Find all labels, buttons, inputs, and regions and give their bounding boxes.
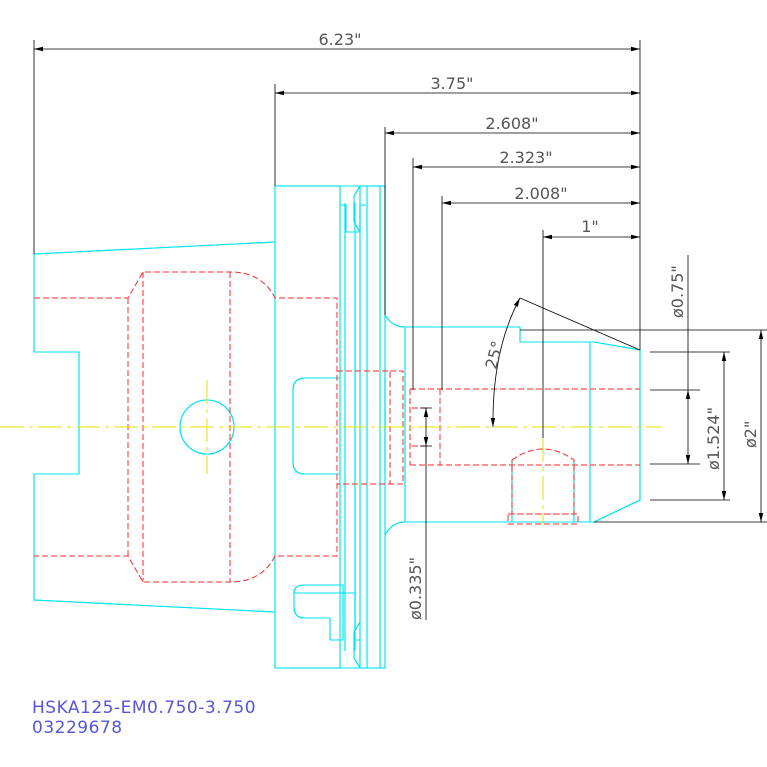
dim-small-dia: ø0.335" [406, 557, 425, 620]
dim-2323: 2.323" [499, 148, 552, 167]
dimension-lines [33, 40, 767, 620]
dim-overall-length: 6.23" [319, 30, 362, 49]
inner-cavity [34, 271, 338, 583]
item-number: 03229678 [32, 718, 123, 738]
drive-slot-top [340, 204, 366, 233]
dim-1524: ø1.524" [704, 407, 723, 470]
dim-2008: 2.008" [514, 184, 567, 203]
part-number: HSKA125-EM0.750-3.750 [32, 698, 257, 718]
setscrew [507, 448, 579, 525]
clamp-pocket [292, 377, 340, 475]
center-lines [0, 380, 662, 524]
dimension-labels: 6.23" 3.75" 2.608" 2.323" 2.008" 1" 25° … [319, 30, 760, 620]
dim-bore-dia: ø0.75" [668, 265, 687, 318]
dim-1: 1" [581, 217, 599, 236]
dim-2608: 2.608" [485, 114, 538, 133]
dim-outer-dia: ø2" [741, 421, 760, 448]
dim-angle: 25° [482, 339, 508, 371]
dim-flange-to-end: 3.75" [431, 74, 474, 93]
